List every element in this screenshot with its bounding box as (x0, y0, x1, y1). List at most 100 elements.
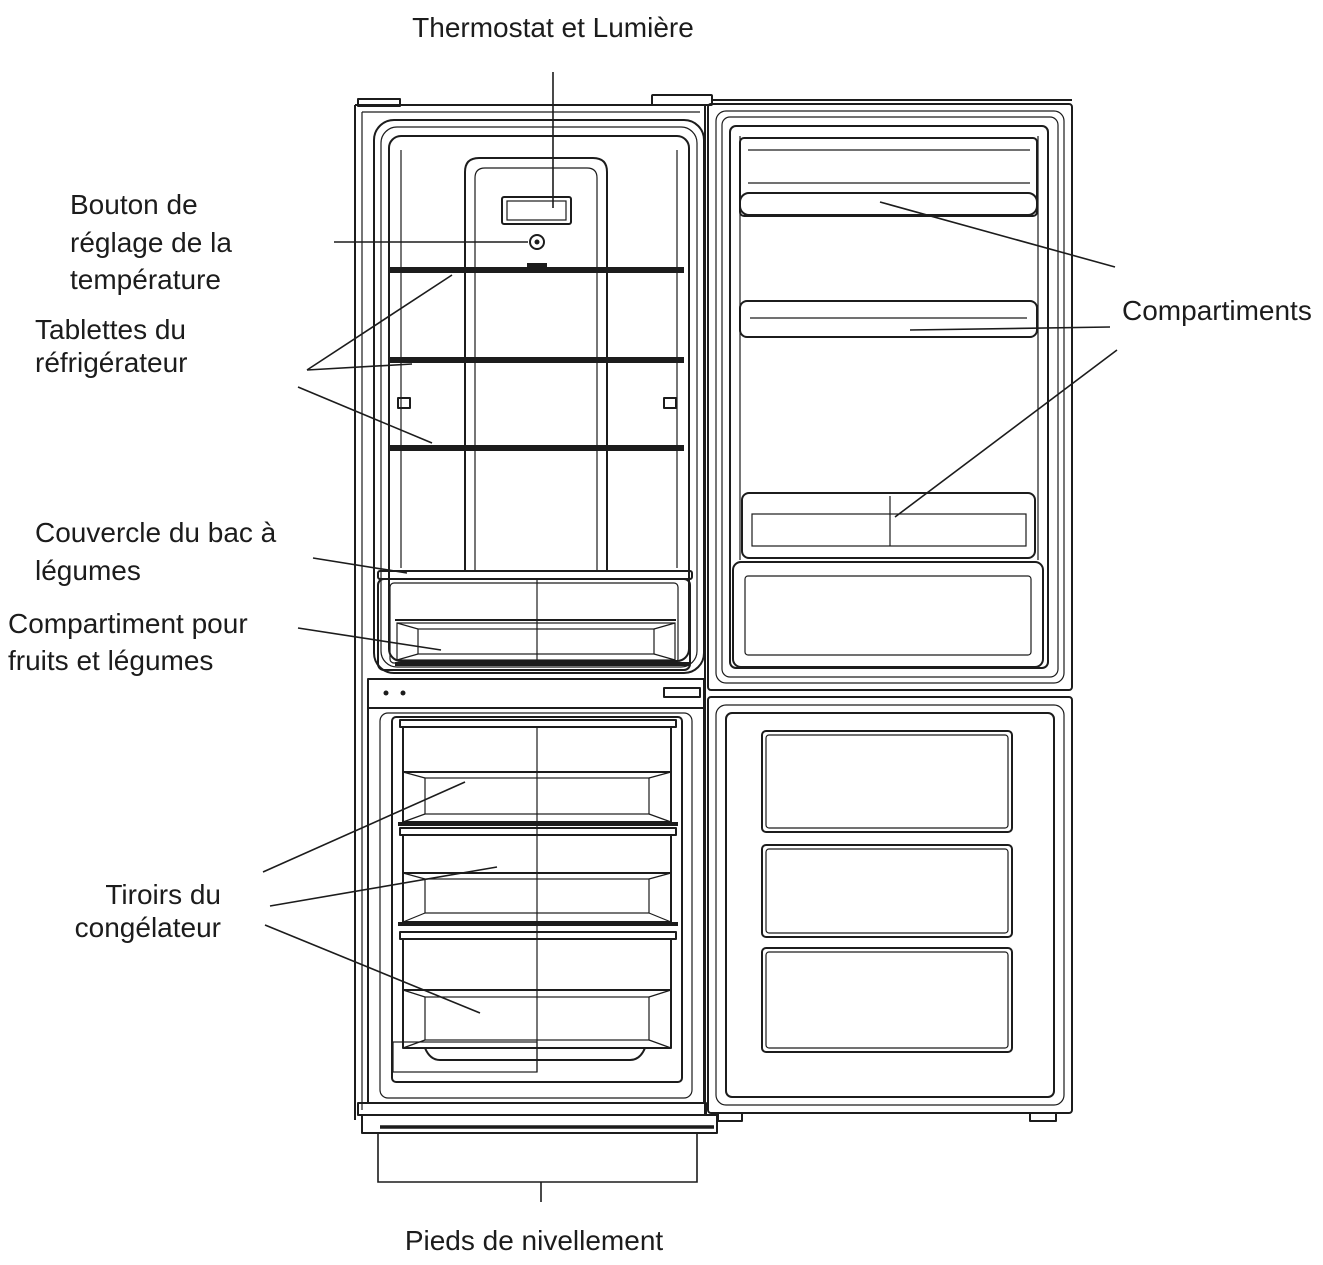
fridge-liner-middle (380, 126, 698, 668)
leader-leveling-feet-bracket (377, 1133, 698, 1183)
freezer-door (707, 696, 1073, 1122)
label-door-bins: Compartiments (1122, 295, 1312, 326)
knob-center (534, 239, 540, 245)
door-bin-bottom (741, 492, 1036, 559)
door-hinge-top (651, 94, 713, 106)
label-line: réglage de la (70, 227, 232, 258)
drawer-basket-edge (402, 1039, 426, 1049)
leader-shelf (297, 386, 433, 444)
thermostat-housing (501, 196, 572, 225)
fridge-liner-inner (388, 135, 690, 662)
bin-outline (739, 300, 1038, 338)
crisper-basket-edge (653, 653, 676, 661)
freezer-drawer (398, 827, 678, 926)
freezer-drawer (399, 931, 677, 1061)
drawer-rail (398, 822, 678, 826)
drawer-basket-edge (402, 771, 426, 779)
label-crisper-cover: Couvercle du bac à légumes (35, 517, 277, 586)
door-bin-middle (739, 300, 1038, 338)
drawer-rail (398, 922, 678, 926)
drawer-basket-edge (648, 872, 672, 880)
freezer-drawer (398, 719, 678, 826)
leader-freezer-drawer (262, 781, 466, 873)
label-line: légumes (35, 555, 141, 586)
drawer-handle (424, 1047, 646, 1061)
leader-freezer-drawer (264, 924, 481, 1014)
door-panel (761, 730, 1013, 833)
drawer-basket-edge (648, 813, 672, 823)
crisper-basket-outer (396, 622, 676, 661)
drawer-frame (399, 827, 677, 836)
label-line: fruits et légumes (8, 645, 213, 676)
temperature-knob (527, 234, 547, 267)
fridge-compartment (373, 119, 705, 674)
air-duct-inner (474, 167, 598, 572)
label-temperature-knob: Bouton de réglage de la température (70, 189, 232, 295)
thermostat-lens (506, 200, 567, 221)
drawer-basket (402, 989, 672, 1049)
drawer-basket-edge (648, 1039, 672, 1049)
air-duct-outline (464, 157, 608, 572)
crisper-basket-edge (396, 622, 419, 630)
label-line: congélateur (75, 912, 221, 943)
compartment-divider (367, 678, 705, 709)
door-outline (707, 696, 1073, 1114)
door-bin-lower (732, 561, 1044, 668)
door-gasket-inner (721, 116, 1059, 678)
cabinet-bottom-rail (357, 1102, 707, 1116)
label-fridge-shelves: Tablettes du réfrigérateur (35, 314, 188, 378)
label-line: Compartiments (1122, 295, 1312, 326)
leader-shelf (306, 274, 453, 371)
label-line: Bouton de (70, 189, 198, 220)
leader-lines (262, 72, 1118, 1202)
door-bin-top (739, 137, 1038, 217)
door-gasket (715, 704, 1065, 1106)
label-line: température (70, 264, 221, 295)
freezer-liner-inner (391, 716, 683, 1083)
label-line: Pieds de nivellement (405, 1225, 664, 1256)
bin-outline (732, 561, 1044, 668)
air-duct-panel (464, 157, 608, 572)
door-hinge-bottom (717, 1112, 743, 1122)
crisper-basket-floor (417, 628, 655, 655)
leader-door-bin (909, 326, 1111, 331)
shelf (390, 445, 684, 451)
drawer-basket-edge (402, 813, 426, 823)
fridge-liner-outer (373, 119, 705, 674)
crisper-outline (377, 578, 691, 671)
drawer-frame (399, 719, 677, 728)
knob-ring (529, 234, 545, 250)
divider-panel (367, 678, 705, 709)
freezer-liner-middle (379, 712, 693, 1099)
crisper-cover-panel (377, 570, 693, 580)
crisper-bottom-rail (395, 662, 690, 666)
drawer-basket-edge (402, 989, 426, 998)
door-panel-inner (765, 951, 1009, 1049)
drawer-basket-edge (648, 989, 672, 998)
crisper-cover (377, 570, 693, 580)
label-line: Compartiment pour (8, 608, 248, 639)
divider-latch (663, 687, 701, 698)
shelf (390, 267, 684, 273)
freezer-compartment (367, 707, 705, 1104)
door-panel-inner (765, 734, 1009, 829)
drawer-frame (399, 931, 677, 940)
label-line: Thermostat et Lumière (412, 12, 694, 43)
drawer-basket-edge (402, 872, 426, 880)
cabinet-body (354, 98, 718, 1134)
drawer-basket-edge (648, 771, 672, 779)
drawer-basket-edge (648, 912, 672, 923)
fridge-shelves (390, 267, 684, 451)
drawer-basket-edge (402, 912, 426, 923)
crisper-drawer (377, 578, 691, 671)
bin-front (751, 513, 1027, 547)
crisper-basket-edge (653, 622, 676, 630)
bin-outline (741, 492, 1036, 559)
door-outline (707, 103, 1073, 691)
indicator-dot (400, 690, 406, 696)
crisper-basket-edge (396, 653, 419, 661)
shelf-support-left (397, 397, 411, 409)
bin-inner (744, 575, 1032, 656)
leader-crisper-drawer (297, 627, 442, 651)
label-line: Couvercle du bac à (35, 517, 277, 548)
